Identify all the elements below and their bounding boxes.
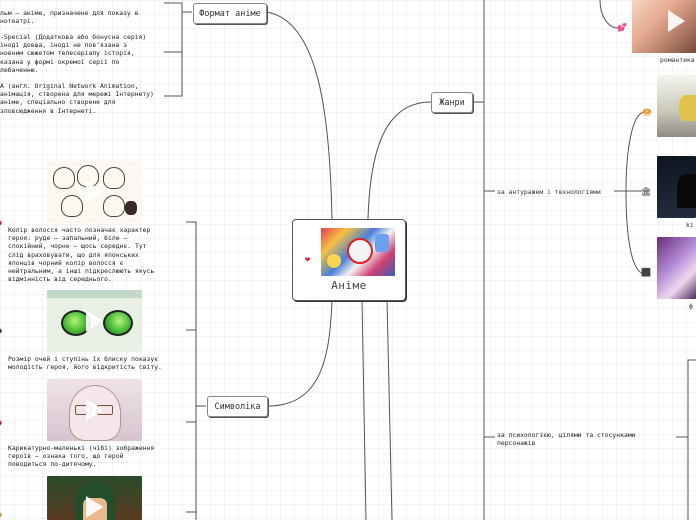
format-note-special: -Special (Додаткова або бонусна серія) і… — [0, 33, 147, 74]
central-title: Аніме — [331, 279, 367, 292]
play-icon[interactable] — [86, 399, 103, 421]
marker-icon: ● — [0, 218, 2, 227]
genre-label-romance: романтика — [660, 56, 695, 64]
branch-format[interactable]: Формат аніме — [193, 3, 267, 24]
hair-image — [47, 161, 142, 223]
genre-romance-image — [632, 0, 696, 53]
play-icon[interactable] — [86, 496, 103, 518]
central-image — [321, 228, 395, 276]
genre-label-cut2: ф — [689, 302, 693, 310]
central-node[interactable]: ❤ Аніме — [292, 219, 406, 301]
branch-symbolism[interactable]: Символіка — [207, 396, 268, 417]
genre-group-psychology: за психологією, цілями та стосунками пер… — [497, 431, 636, 448]
eyes-image — [47, 290, 142, 352]
branch-genres[interactable]: Жанри — [431, 92, 473, 113]
genre-image-3 — [657, 237, 696, 299]
symbol-note-hair: Колір волосся часто позначає характер ге… — [8, 226, 155, 284]
marker-icon: ● — [0, 510, 2, 519]
marker-icon: ● — [0, 326, 2, 335]
square-icon: ⬛ — [641, 268, 651, 277]
format-note-film: льм — аніме, призначене для показу в нот… — [0, 9, 139, 26]
building-icon: 🏛 — [641, 187, 652, 196]
play-icon[interactable] — [668, 10, 685, 32]
genre-label-cut1: ki — [686, 221, 694, 229]
format-note-ona: A (англ. Original Network Animation, ані… — [0, 82, 154, 115]
heart-icon: ❤ — [305, 255, 311, 265]
genre-image-2 — [657, 156, 696, 218]
genre-image-1 — [657, 75, 696, 137]
hero-image — [47, 476, 142, 520]
genre-group-setting: за антуражем і технологіями — [497, 188, 601, 196]
symbol-note-chibi: Карикатурно-маленькі (чібі) зображення г… — [8, 444, 155, 469]
marker-icon: ● — [0, 418, 2, 427]
hearts-icon: 💕 — [617, 23, 627, 32]
play-icon[interactable] — [86, 310, 103, 332]
play-icon[interactable] — [86, 181, 103, 203]
chibi-image — [47, 379, 142, 441]
pill-icon: 🥯 — [642, 108, 652, 117]
symbol-note-eyes: Розмір очей і ступінь їх блиску показує … — [8, 355, 162, 372]
